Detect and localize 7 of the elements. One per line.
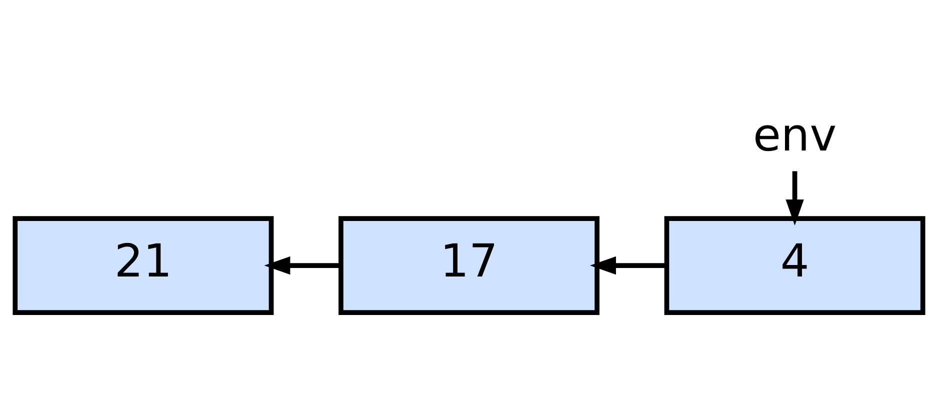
node-text: env xyxy=(753,108,837,161)
node-box: 17 xyxy=(338,216,600,314)
arrow xyxy=(786,170,804,225)
node-box: 4 xyxy=(664,216,926,314)
arrow xyxy=(590,256,667,274)
node-box: 21 xyxy=(12,216,274,314)
arrow xyxy=(264,256,341,274)
